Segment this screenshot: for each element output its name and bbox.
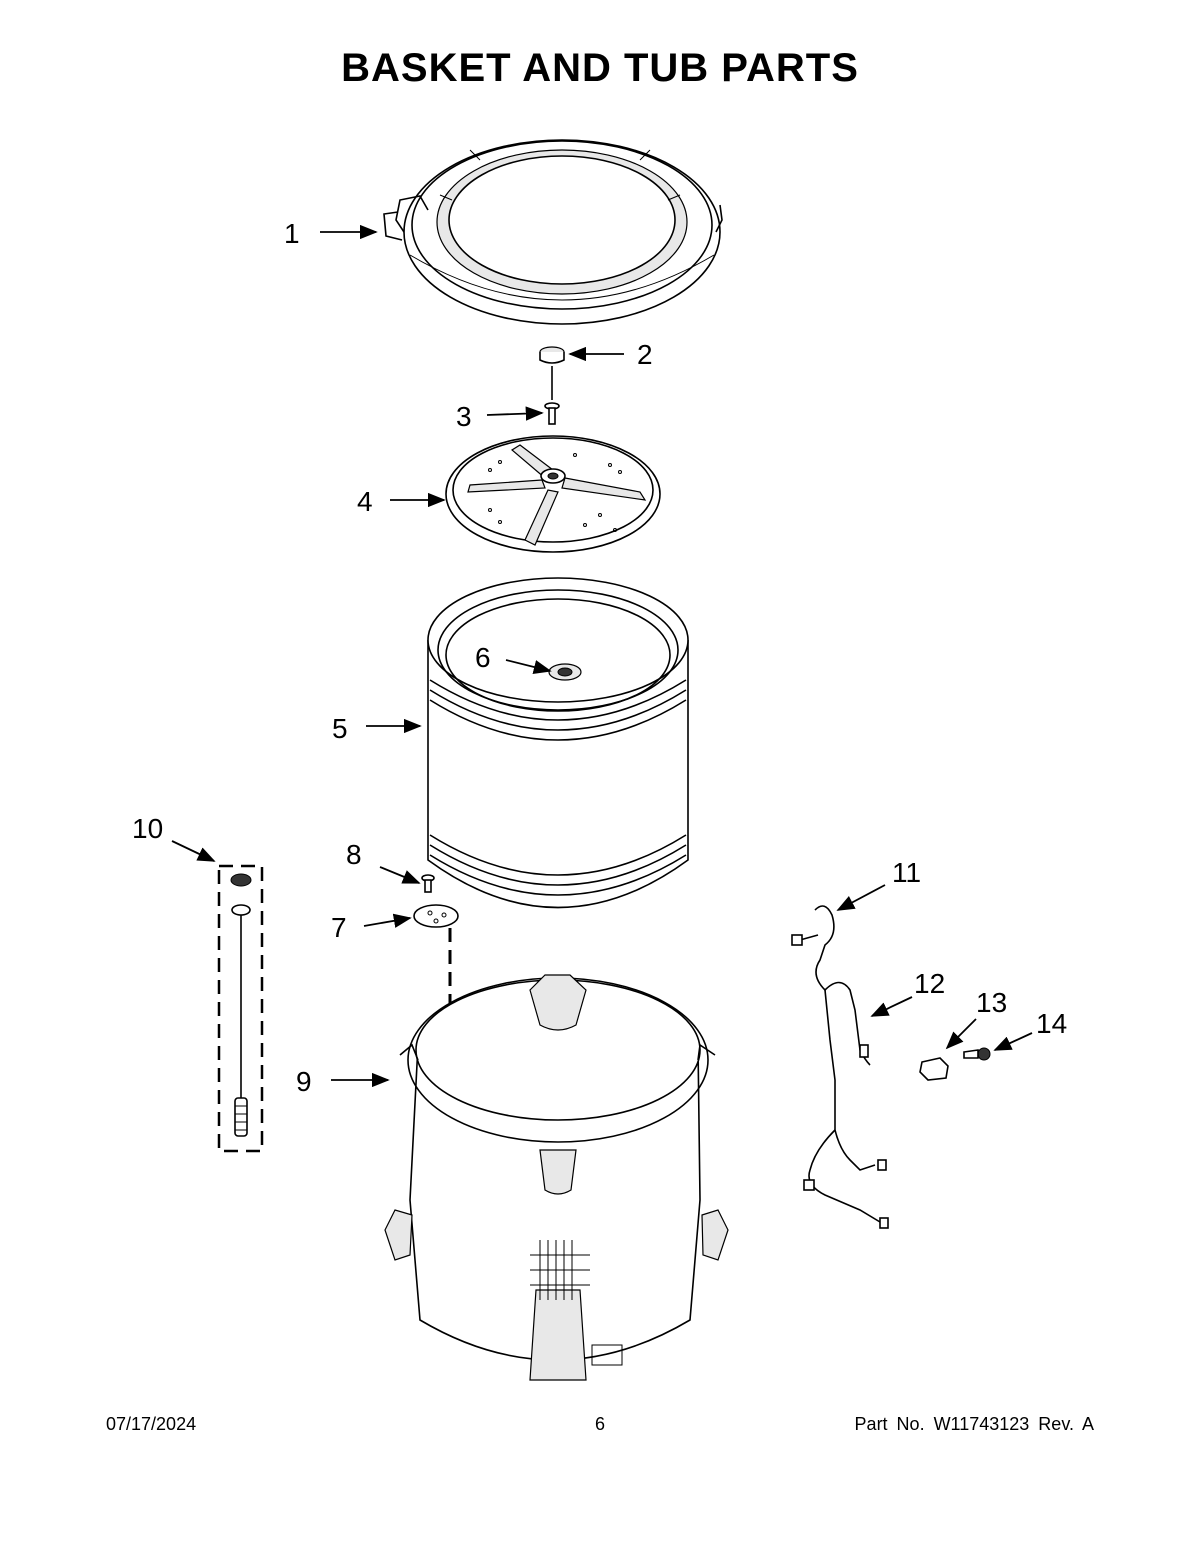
part-1-tub-ring [383, 139, 723, 325]
callout-6: 6 [475, 642, 491, 673]
part-2-cap [539, 346, 565, 364]
part-4-impeller [445, 435, 661, 553]
callout-9: 9 [296, 1066, 312, 1097]
part-6-hub [548, 663, 582, 681]
callout-8: 8 [346, 839, 362, 870]
callout-arrows [171, 224, 1033, 1088]
callout-3: 3 [456, 401, 472, 432]
callout-10: 10 [132, 813, 163, 844]
callout-11: 11 [892, 857, 921, 888]
callout-14: 14 [1036, 1008, 1067, 1039]
part-5-basket [427, 577, 689, 909]
callout-2: 2 [637, 339, 653, 370]
part-14-screw [963, 1047, 991, 1061]
callout-4: 4 [357, 486, 373, 517]
part-13-clip [919, 1057, 949, 1081]
footer-date: 07/17/2024 [106, 1414, 197, 1434]
part-7-plate [413, 904, 459, 928]
callout-1: 1 [284, 218, 300, 249]
page-title: BASKET AND TUB PARTS [341, 46, 859, 90]
part-3-bolt [544, 402, 560, 425]
part-10-suspension-rod [217, 864, 264, 1153]
part-9-outer-tub [384, 974, 729, 1381]
callout-5: 5 [332, 713, 348, 744]
part-8-screw [421, 874, 435, 893]
footer-part-number: Part No. W11743123 Rev. A [854, 1414, 1094, 1434]
footer-page-number: 6 [594, 1414, 605, 1434]
part-11-12-wire-harness [791, 905, 889, 1229]
callout-12: 12 [914, 968, 945, 999]
callout-13: 13 [976, 987, 1007, 1018]
callout-7: 7 [331, 912, 347, 943]
